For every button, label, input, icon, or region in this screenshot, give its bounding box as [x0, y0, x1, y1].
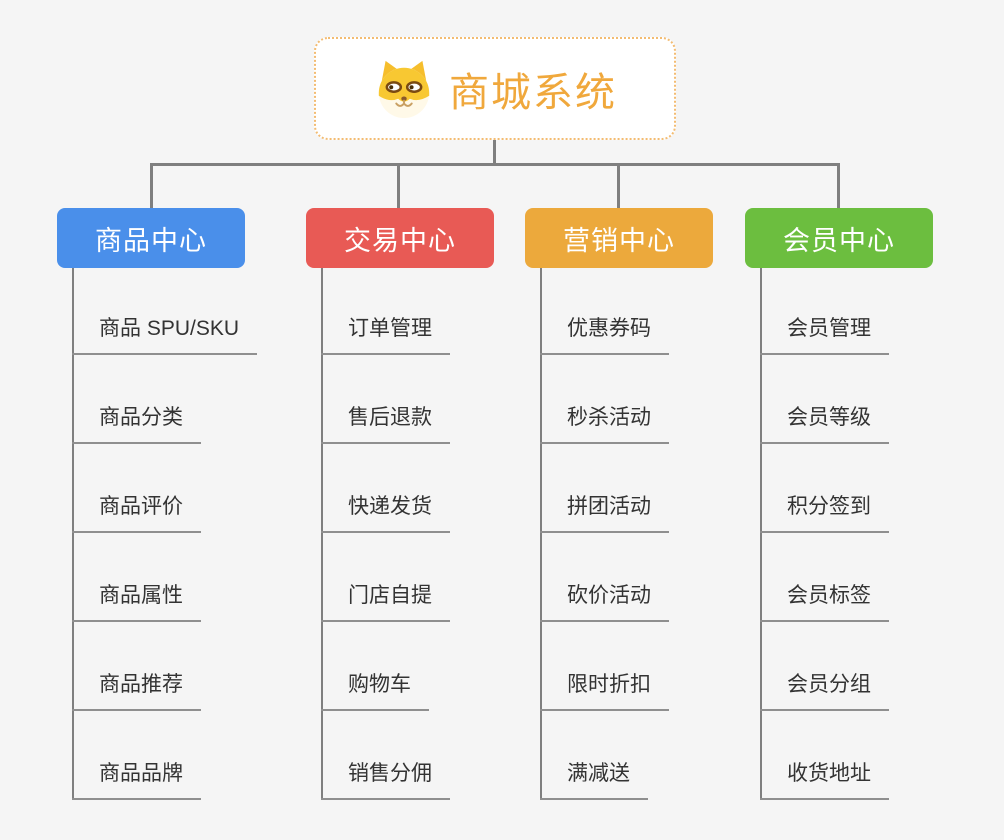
child-topic[interactable]: 商品评价 [72, 491, 201, 533]
branch-children: 商品 SPU/SKU 商品分类商品评价商品属性商品推荐商品品牌 [57, 208, 337, 810]
branch-topic-label: 商品中心 [95, 225, 207, 256]
branch-trunk-line [540, 268, 542, 800]
child-topic[interactable]: 积分签到 [760, 491, 889, 533]
child-topic[interactable]: 商品 SPU/SKU [72, 313, 258, 355]
shiba-dog-icon [378, 60, 430, 118]
branch-topic[interactable]: 会员中心 [745, 208, 933, 268]
child-topic[interactable]: 商品分类 [72, 402, 201, 444]
branch-children: 订单管理售后退款快递发货门店自提购物车销售分佣 [306, 208, 586, 810]
child-topic[interactable]: 砍价活动 [540, 580, 669, 622]
child-topic[interactable]: 会员管理 [760, 313, 889, 355]
branch-column-4: 会员中心 会员管理会员等级积分签到会员标签会员分组收货地址 [745, 208, 1004, 810]
branch-topic-label: 营销中心 [563, 225, 675, 256]
connector-drop-branch-1 [150, 163, 153, 208]
child-topic[interactable]: 售后退款 [321, 402, 450, 444]
child-topic[interactable]: 门店自提 [321, 580, 450, 622]
connector-root-trunk [493, 140, 496, 163]
child-topic[interactable]: 限时折扣 [540, 669, 669, 711]
child-topic[interactable]: 会员等级 [760, 402, 889, 444]
branch-trunk-line [72, 268, 74, 800]
child-topic[interactable]: 商品品牌 [72, 758, 201, 800]
branch-trunk-line [321, 268, 323, 800]
child-topic[interactable]: 购物车 [321, 669, 429, 711]
connector-horizontal-bar [150, 163, 839, 166]
branch-topic-label: 交易中心 [344, 225, 456, 256]
branch-column-1: 商品中心 商品 SPU/SKU 商品分类商品评价商品属性商品推荐商品品牌 [57, 208, 337, 810]
branch-topic[interactable]: 营销中心 [525, 208, 713, 268]
child-topic[interactable]: 秒杀活动 [540, 402, 669, 444]
connector-drop-branch-2 [397, 163, 400, 208]
child-topic[interactable]: 会员标签 [760, 580, 889, 622]
root-topic[interactable]: 商城系统 [314, 37, 676, 140]
child-topic[interactable]: 快递发货 [321, 491, 450, 533]
child-topic[interactable]: 拼团活动 [540, 491, 669, 533]
child-topic[interactable]: 销售分佣 [321, 758, 450, 800]
connector-drop-branch-4 [837, 163, 840, 208]
child-topic[interactable]: 商品推荐 [72, 669, 201, 711]
child-topic[interactable]: 满减送 [540, 758, 648, 800]
branch-topic-label: 会员中心 [783, 225, 895, 256]
child-topic[interactable]: 会员分组 [760, 669, 889, 711]
branch-trunk-line [760, 268, 762, 800]
root-topic-label: 商城系统 [449, 70, 617, 115]
child-topic[interactable]: 商品属性 [72, 580, 201, 622]
child-topic[interactable]: 优惠券码 [540, 313, 669, 355]
child-topic[interactable]: 收货地址 [760, 758, 889, 800]
branch-children: 会员管理会员等级积分签到会员标签会员分组收货地址 [745, 208, 1004, 810]
branch-children: 优惠券码秒杀活动拼团活动砍价活动限时折扣满减送 [525, 208, 805, 810]
connector-drop-branch-3 [617, 163, 620, 208]
child-topic[interactable]: 订单管理 [321, 313, 450, 355]
branch-column-2: 交易中心 订单管理售后退款快递发货门店自提购物车销售分佣 [306, 208, 586, 810]
branch-column-3: 营销中心 优惠券码秒杀活动拼团活动砍价活动限时折扣满减送 [525, 208, 805, 810]
branch-topic[interactable]: 商品中心 [57, 208, 245, 268]
branch-topic[interactable]: 交易中心 [306, 208, 494, 268]
